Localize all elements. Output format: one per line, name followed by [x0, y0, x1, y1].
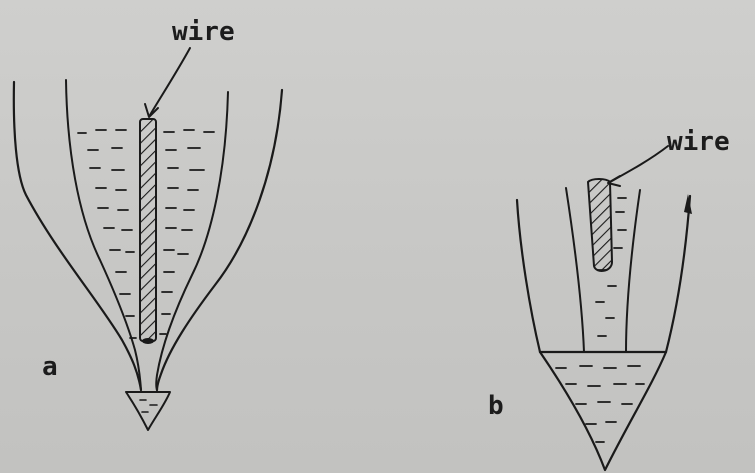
- wire-b: [588, 179, 612, 271]
- pipette-b-reservoir: [540, 352, 666, 470]
- pipette-b-outer-right-wall: [666, 196, 690, 352]
- pipette-a-inner-left-wall: [66, 80, 141, 390]
- panel-b-label: b: [488, 391, 504, 421]
- pipette-a-outer-left-wall: [14, 82, 141, 390]
- pipette-b-inner-left-wall: [566, 188, 584, 352]
- pipette-b-inner-right-wall: [626, 190, 640, 352]
- pipette-a-inner-right-wall: [156, 92, 228, 390]
- pipette-b-outer-left-wall: [517, 200, 540, 352]
- diagram-a: wire a: [14, 17, 282, 430]
- wire-a: [140, 119, 156, 341]
- pipette-a-tip: [126, 392, 170, 430]
- diagram-b: wire b: [488, 127, 730, 470]
- panel-a-label: a: [42, 352, 58, 382]
- wire-a-arrow: [150, 48, 190, 115]
- wire-a-label: wire: [172, 17, 235, 47]
- wire-a-end: [142, 338, 154, 344]
- pipette-a-outer-right-wall: [157, 90, 282, 390]
- wire-b-label: wire: [667, 127, 730, 157]
